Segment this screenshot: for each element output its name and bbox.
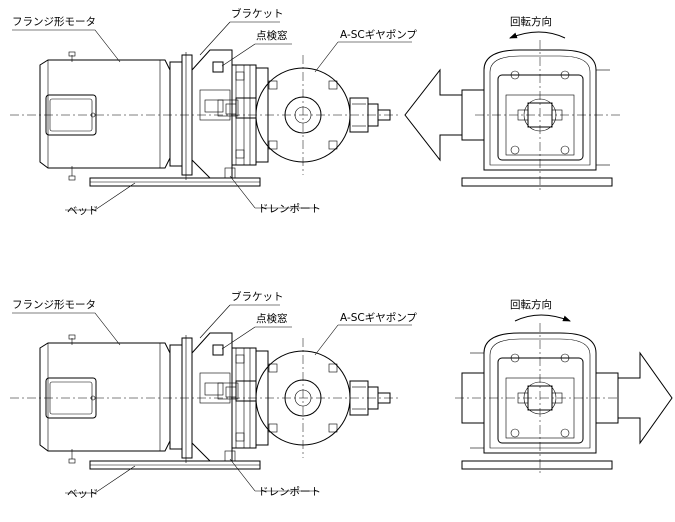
rotation-arrow-2 bbox=[514, 314, 571, 322]
label-pump-1: A-SCギヤポンプ bbox=[340, 29, 417, 41]
label-rotation-2: 回転方向 bbox=[510, 298, 552, 311]
label-bracket-2: ブラケット bbox=[231, 290, 284, 303]
label-motor-2: フランジ形モータ bbox=[12, 299, 96, 311]
label-bracket-1: ブラケット bbox=[231, 7, 284, 20]
label-inspection-2: 点検窓 bbox=[256, 312, 288, 325]
leaders-2 bbox=[12, 304, 412, 494]
rotation-arrow-1 bbox=[509, 31, 566, 39]
label-rotation-1: 回転方向 bbox=[510, 15, 552, 28]
leaders-1 bbox=[12, 21, 412, 211]
view-1: フランジ形モータ ブラケット 点検窓 A-SCギヤポンプ ベッド ドレンポート … bbox=[9, 7, 620, 217]
label-drain-2: ドレンポート bbox=[258, 486, 321, 498]
label-drain-1: ドレンポート bbox=[258, 203, 321, 215]
label-base-2: ベッド bbox=[67, 488, 99, 500]
label-motor-1: フランジ形モータ bbox=[12, 16, 96, 28]
front-view-2 bbox=[455, 314, 673, 473]
label-base-1: ベッド bbox=[67, 205, 99, 217]
label-inspection-1: 点検窓 bbox=[256, 29, 288, 42]
view-2: フランジ形モータ ブラケット 点検窓 A-SCギヤポンプ ベッド ドレンポート … bbox=[9, 290, 673, 500]
side-view-2 bbox=[9, 332, 399, 470]
label-pump-2: A-SCギヤポンプ bbox=[340, 312, 417, 324]
right-flow-arrow bbox=[617, 351, 673, 445]
front-view-1 bbox=[404, 31, 620, 190]
side-view-1 bbox=[9, 49, 399, 187]
left-flow-arrow bbox=[404, 68, 463, 162]
